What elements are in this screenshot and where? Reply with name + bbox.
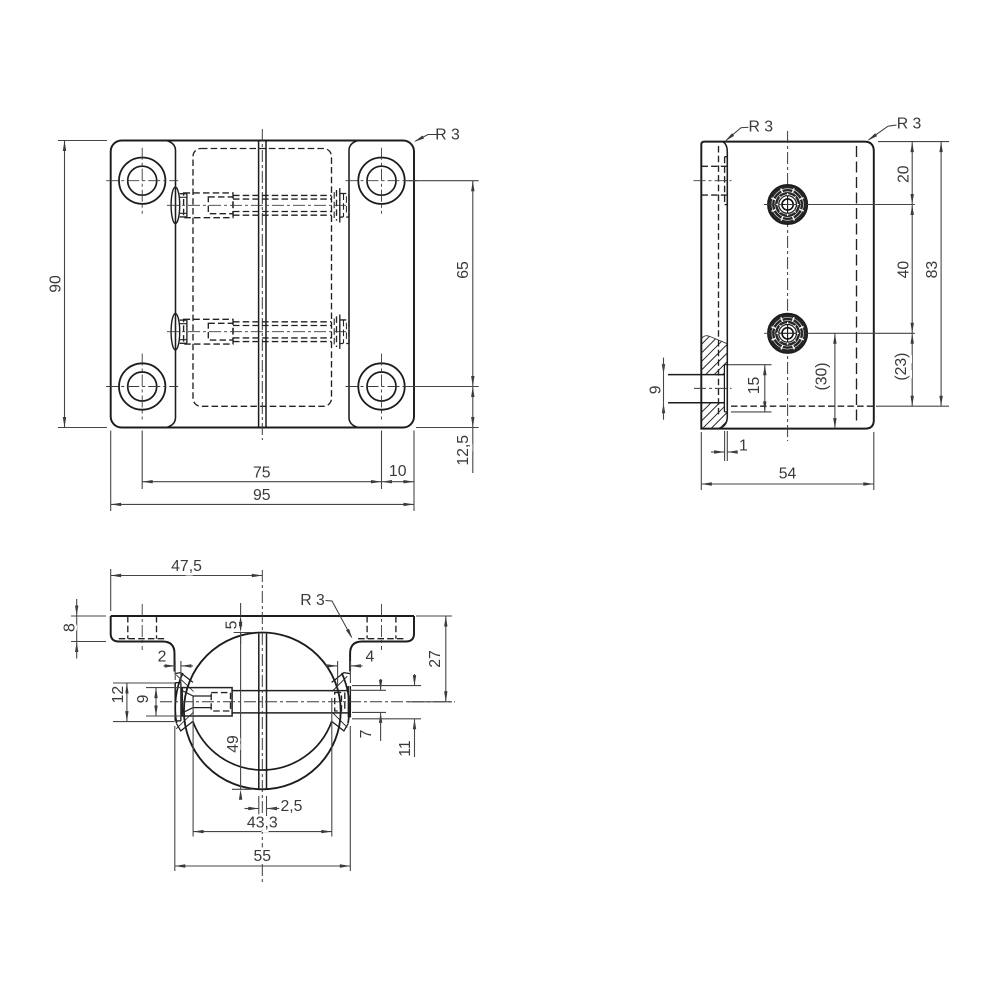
svg-text:4: 4 (366, 649, 375, 666)
svg-text:9: 9 (135, 694, 152, 703)
svg-text:12,5: 12,5 (455, 435, 472, 466)
svg-text:11: 11 (397, 740, 414, 757)
svg-text:43,3: 43,3 (247, 814, 278, 831)
svg-text:5: 5 (223, 620, 240, 629)
svg-text:40: 40 (895, 261, 912, 279)
svg-text:2,5: 2,5 (281, 798, 303, 815)
svg-text:20: 20 (895, 165, 912, 183)
svg-text:7: 7 (358, 730, 375, 739)
svg-text:R 3: R 3 (749, 119, 774, 136)
svg-text:2: 2 (158, 649, 167, 666)
svg-text:9: 9 (647, 385, 664, 394)
svg-text:10: 10 (389, 463, 407, 480)
svg-text:65: 65 (455, 261, 472, 279)
svg-text:54: 54 (779, 466, 797, 483)
svg-text:8: 8 (61, 623, 78, 632)
svg-text:R 3: R 3 (435, 126, 460, 143)
svg-text:15: 15 (746, 377, 763, 395)
svg-text:55: 55 (254, 848, 272, 865)
svg-text:75: 75 (253, 464, 271, 481)
svg-text:83: 83 (924, 261, 941, 279)
svg-text:95: 95 (253, 487, 271, 504)
svg-text:12: 12 (110, 686, 127, 704)
svg-text:47,5: 47,5 (171, 558, 202, 575)
svg-text:(23): (23) (893, 353, 910, 381)
svg-text:27: 27 (427, 650, 444, 668)
svg-text:49: 49 (225, 735, 242, 753)
svg-text:R 3: R 3 (300, 592, 325, 609)
svg-text:(30): (30) (813, 362, 830, 390)
svg-text:1: 1 (739, 438, 748, 455)
svg-text:R 3: R 3 (897, 116, 922, 133)
svg-text:90: 90 (47, 275, 64, 293)
